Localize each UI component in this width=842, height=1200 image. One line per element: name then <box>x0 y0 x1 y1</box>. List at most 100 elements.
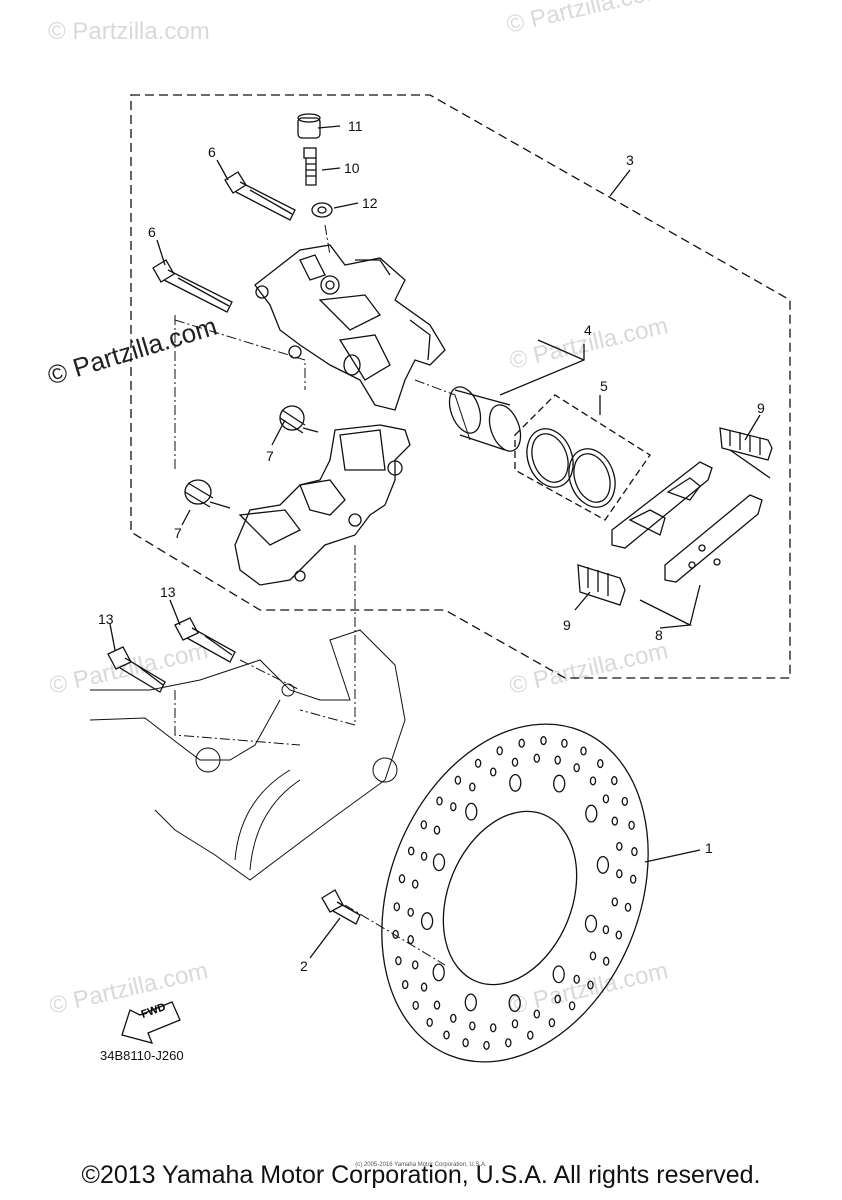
disc-hole <box>432 963 445 982</box>
caliper-assembly-boundary <box>130 94 791 679</box>
disc-hole <box>511 757 519 767</box>
disc-hole <box>527 1030 534 1040</box>
callout-9-upper: 9 <box>757 400 765 416</box>
disc-hole <box>511 1019 519 1029</box>
pin-bolt-upper <box>224 171 296 221</box>
footer-copyright: ©2013 Yamaha Motor Corporation, U.S.A. A… <box>81 1161 761 1189</box>
bleed-screw-cap <box>311 202 333 218</box>
disc-hole <box>412 1000 419 1010</box>
disc-hole <box>420 912 434 931</box>
disc-hole <box>611 776 618 786</box>
disc-hole <box>469 1021 476 1031</box>
diagram-code: 34B8110-J260 <box>100 1048 184 1063</box>
disc-hole <box>483 1040 490 1050</box>
disc-hole <box>580 746 587 756</box>
disc-hole <box>602 925 610 935</box>
disc-hole <box>398 874 406 884</box>
disc-hole <box>464 993 477 1012</box>
disc-hole <box>407 935 414 945</box>
disc-hole <box>561 738 568 748</box>
disc-hole <box>509 773 522 792</box>
brake-pad-inner <box>611 461 713 549</box>
disc-hole <box>596 855 610 874</box>
disc-hole <box>611 816 619 826</box>
footer-small-notice: (c) 2005-2016 Yamaha Motor Corporation, … <box>355 1162 487 1168</box>
disc-hole <box>589 951 597 961</box>
disc-hole <box>624 902 632 912</box>
disc-hole <box>450 802 457 812</box>
bleeder-cap <box>297 113 321 139</box>
disc-hole <box>602 956 610 966</box>
callout-4: 4 <box>584 322 592 338</box>
callout-1: 1 <box>705 840 713 856</box>
disc-hole <box>615 930 623 940</box>
callout-5: 5 <box>600 378 608 394</box>
disc-hole <box>553 774 566 793</box>
disc-bolt <box>321 889 361 925</box>
disc-hole <box>443 1030 450 1040</box>
disc-hole <box>465 802 478 821</box>
brake-pad-outer <box>664 494 763 583</box>
disc-hole <box>432 853 446 872</box>
caliper-bracket <box>234 424 411 586</box>
callout-12: 12 <box>362 195 378 211</box>
disc-hole <box>629 874 637 884</box>
disc-hole <box>474 758 482 768</box>
fwd-arrow <box>121 1001 181 1044</box>
bracket-bolt-upper <box>174 617 236 663</box>
disc-hole <box>597 759 604 769</box>
disc-hole <box>518 738 525 748</box>
disc-hole <box>573 974 580 984</box>
pad-spring-lower <box>577 564 626 606</box>
disc-hole <box>533 753 541 763</box>
disc-hole <box>420 851 428 861</box>
disc-hole <box>585 804 598 823</box>
disc-hole <box>548 1018 556 1028</box>
disc-hole <box>469 782 476 792</box>
disc-hole <box>433 1000 441 1010</box>
disc-hole <box>407 907 414 917</box>
disc-hole <box>462 1038 469 1048</box>
disc-hole <box>489 1023 497 1033</box>
pad-spring-upper <box>719 427 773 479</box>
callout-7-upper: 7 <box>266 448 274 464</box>
callout-11: 11 <box>348 118 363 134</box>
disc-hole <box>584 914 598 933</box>
disc-hole <box>411 960 419 970</box>
disc-hole <box>411 879 419 889</box>
disc-hole <box>631 847 638 857</box>
disc-hole <box>450 1013 457 1023</box>
disc-hole <box>621 796 629 806</box>
disc-hole <box>616 869 623 879</box>
disc-hole <box>392 929 399 939</box>
watermark-top-left: © Partzilla.com <box>48 18 210 45</box>
disc-hole <box>407 846 415 856</box>
bracket-bolt-lower <box>107 646 166 693</box>
callout-8: 8 <box>655 627 663 643</box>
pin-bolt-lower <box>152 259 233 313</box>
disc-hole <box>489 767 497 777</box>
callout-13-upper: 13 <box>160 584 176 600</box>
disc-hole <box>616 841 623 851</box>
disc-hole <box>433 825 441 835</box>
callout-10: 10 <box>344 160 360 176</box>
disc-hole <box>508 994 521 1013</box>
callout-6-lower: 6 <box>148 224 156 240</box>
disc-hole <box>420 982 428 992</box>
callout-6-upper: 6 <box>208 144 216 160</box>
disc-hole <box>496 746 503 756</box>
callout-3: 3 <box>626 152 634 168</box>
disc-hole <box>587 980 594 990</box>
disc-hole <box>420 820 428 830</box>
seal-kit-boundary <box>514 394 651 521</box>
callout-13-lower: 13 <box>98 611 114 627</box>
disc-hole <box>554 994 561 1004</box>
caliper-body <box>254 244 446 411</box>
caliper-piston <box>448 386 522 452</box>
bleed-screw <box>303 147 317 186</box>
disc-hole <box>573 763 580 773</box>
disc-hole <box>554 755 561 765</box>
disc-hole <box>568 1001 576 1011</box>
disc-hole <box>393 902 401 912</box>
